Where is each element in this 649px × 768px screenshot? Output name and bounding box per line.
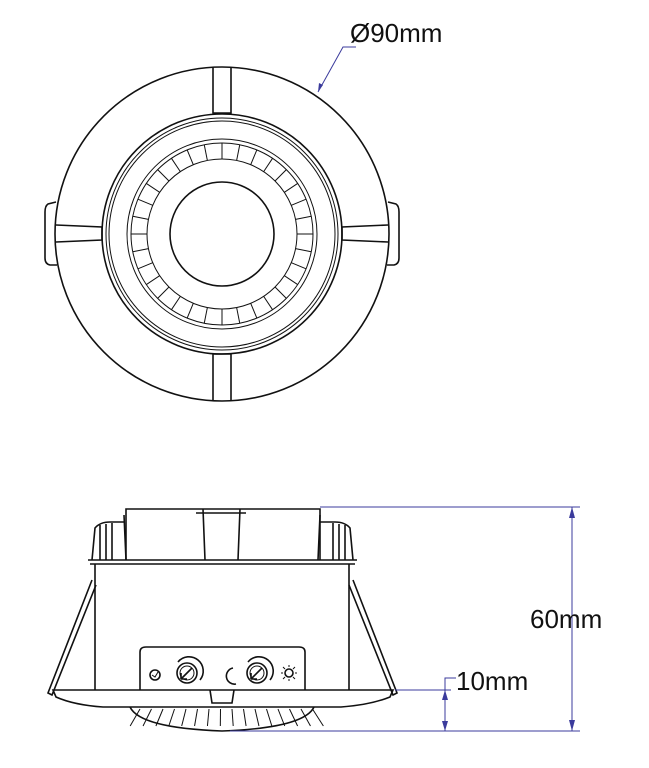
lens-facet-line <box>181 708 187 727</box>
lens-facet-line <box>129 708 141 727</box>
lens-facet-line <box>266 708 273 727</box>
side-view: 60mm 10mm <box>46 506 602 732</box>
housing-body <box>94 564 350 690</box>
lens-segments <box>131 143 313 325</box>
lens-segment-divider <box>250 149 258 165</box>
bezel-ribs <box>55 67 389 401</box>
lens-segment-divider <box>203 144 208 161</box>
lens-facet-line <box>243 708 247 727</box>
lens-segment-divider <box>295 215 312 220</box>
center-lens <box>169 181 275 287</box>
height-dimension: 60mm <box>230 506 602 732</box>
height-label: 60mm <box>530 604 602 634</box>
side-clips <box>88 521 357 565</box>
control-panel <box>139 646 306 690</box>
diameter-dimension: Ø90mm <box>317 18 442 93</box>
diameter-label: Ø90mm <box>350 18 442 48</box>
lens-segment-divider <box>263 158 273 172</box>
lens-segment-divider <box>132 215 149 220</box>
lens-segment-divider <box>274 286 287 299</box>
lens-segment-divider <box>291 198 307 206</box>
lens-segment-divider <box>250 303 258 319</box>
lens-facet-line <box>312 708 324 727</box>
lens-segment-divider <box>291 262 307 270</box>
lux-knob[interactable] <box>246 656 274 684</box>
time-icon <box>149 669 161 681</box>
lens-segment-divider <box>146 275 160 285</box>
lens-segment-divider <box>203 307 208 324</box>
lens-facet-line <box>277 708 286 727</box>
sun-icon <box>281 665 297 681</box>
time-knob[interactable] <box>176 656 204 684</box>
lens-ring-outer <box>126 138 318 330</box>
lens-segment-divider <box>137 198 153 206</box>
lens-segment-divider <box>186 303 194 319</box>
lens-segment-divider <box>274 169 287 182</box>
lens-facet-line <box>155 708 164 727</box>
sensor-lens <box>129 706 324 732</box>
lens-segment-divider <box>132 248 149 253</box>
lens-segment-divider <box>295 248 312 253</box>
mounting-tabs <box>44 201 400 266</box>
spring-clips <box>46 579 399 697</box>
lens-segment-divider <box>157 169 170 182</box>
lens-segment-divider <box>263 296 273 310</box>
lens-segment-divider <box>186 149 194 165</box>
lens-segment-divider <box>137 262 153 270</box>
lens-facet-line <box>194 708 198 727</box>
lens-segment-divider <box>236 307 241 324</box>
protrusion-label: 10mm <box>456 666 528 696</box>
lens-segment-divider <box>157 286 170 299</box>
moon-icon <box>225 667 237 685</box>
lens-facet-line <box>231 708 234 727</box>
outer-bezel <box>54 66 390 402</box>
lens-facet-line <box>206 708 210 727</box>
protrusion-dimension: 10mm <box>395 666 528 731</box>
lens-segment-divider <box>236 144 241 161</box>
lens-facet-line <box>289 708 299 727</box>
lens-facet-line <box>142 708 152 727</box>
lens-segment-divider <box>284 183 298 193</box>
lens-facet-line <box>254 708 260 727</box>
top-view: Ø90mm <box>44 18 442 402</box>
lens-segment-divider <box>146 183 160 193</box>
terminal-cap <box>123 508 321 561</box>
lens-facet-line <box>300 708 311 727</box>
flange <box>51 689 395 708</box>
lens-segment-divider <box>171 158 181 172</box>
lens-segment-divider <box>284 275 298 285</box>
lens-segment-divider <box>171 296 181 310</box>
lens-facet-line <box>168 708 175 727</box>
